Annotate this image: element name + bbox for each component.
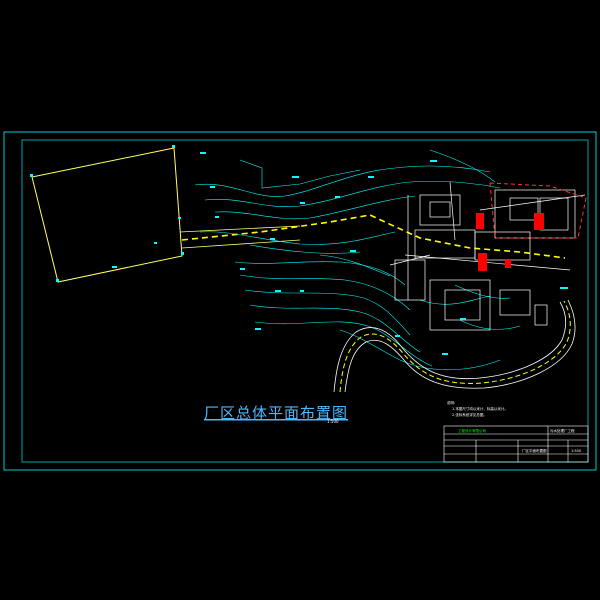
plant-boundary-dashed xyxy=(489,182,587,239)
curved-access-road xyxy=(333,299,576,393)
sheet-outer-frame xyxy=(3,131,597,471)
drawing-scale: 1:500 xyxy=(327,419,339,424)
highlighted-structures xyxy=(476,213,544,271)
road-centerline-dashed xyxy=(181,214,566,259)
notes-heading: 说明: xyxy=(447,400,455,405)
drawing-title: 厂区总体平面布置图 xyxy=(204,404,348,422)
title-block xyxy=(443,425,589,463)
boundary-vertex-marks xyxy=(30,145,184,282)
notes-block: 说明: 1.本图尺寸均以米计，标高以米计。 2.坐标系统详见总图。 xyxy=(447,400,508,417)
titleblock-scale: 1:500 xyxy=(571,449,581,453)
sheet-inner-frame xyxy=(21,139,589,463)
site-boundary-polygon xyxy=(31,147,183,283)
terrain-contours xyxy=(194,149,521,371)
notes-line-1: 1.本图尺寸均以米计，标高以米计。 xyxy=(452,406,508,411)
titleblock-drawing-name: 厂区平面布置图 xyxy=(522,448,547,453)
titleblock-company: 工程设计有限公司 xyxy=(458,428,486,433)
notes-line-2: 2.坐标系统详见总图。 xyxy=(452,412,487,417)
titleblock-project: 污水处理厂工程 xyxy=(550,428,575,433)
elevation-marks xyxy=(200,152,568,355)
